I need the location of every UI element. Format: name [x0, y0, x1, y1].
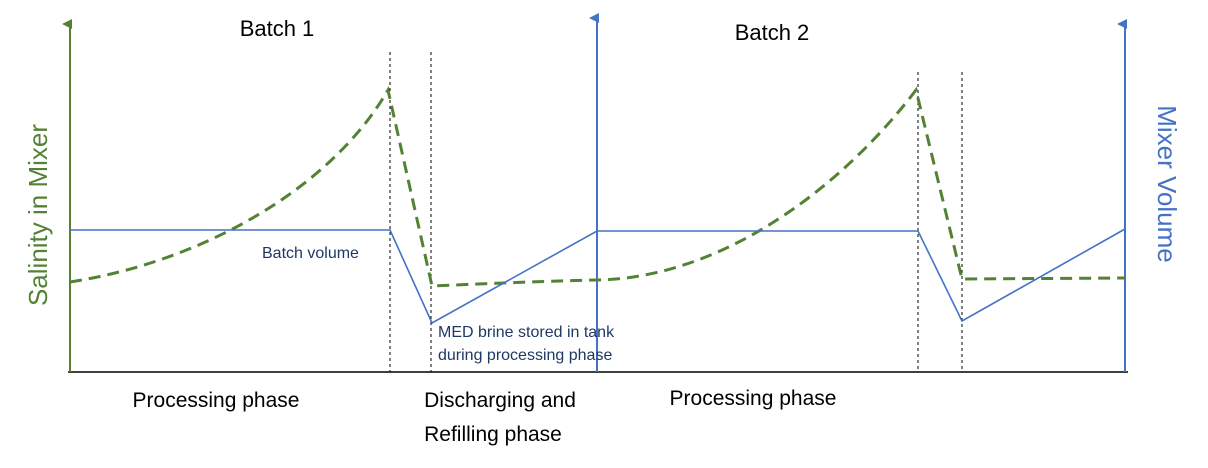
med-brine-annotation-line2: during processing phase — [438, 347, 612, 364]
batch-1-label: Batch 1 — [240, 16, 315, 41]
batch-2-label: Batch 2 — [735, 20, 810, 45]
batch-volume-annotation: Batch volume — [262, 245, 359, 262]
processing-phase-2-label: Processing phase — [670, 387, 837, 410]
discharging-phase-label-line2: Refilling phase — [424, 423, 562, 446]
discharging-phase-label-line1: Discharging and — [424, 389, 576, 412]
processing-phase-1-label: Processing phase — [133, 389, 300, 412]
mixer-volume-curve — [70, 228, 1126, 325]
left-axis-title: Salinity in Mixer — [23, 124, 53, 306]
salinity-curve — [69, 85, 1126, 288]
right-axis-title: Mixer Volume — [1152, 105, 1182, 263]
med-brine-annotation-line1: MED brine stored in tank — [438, 324, 615, 341]
